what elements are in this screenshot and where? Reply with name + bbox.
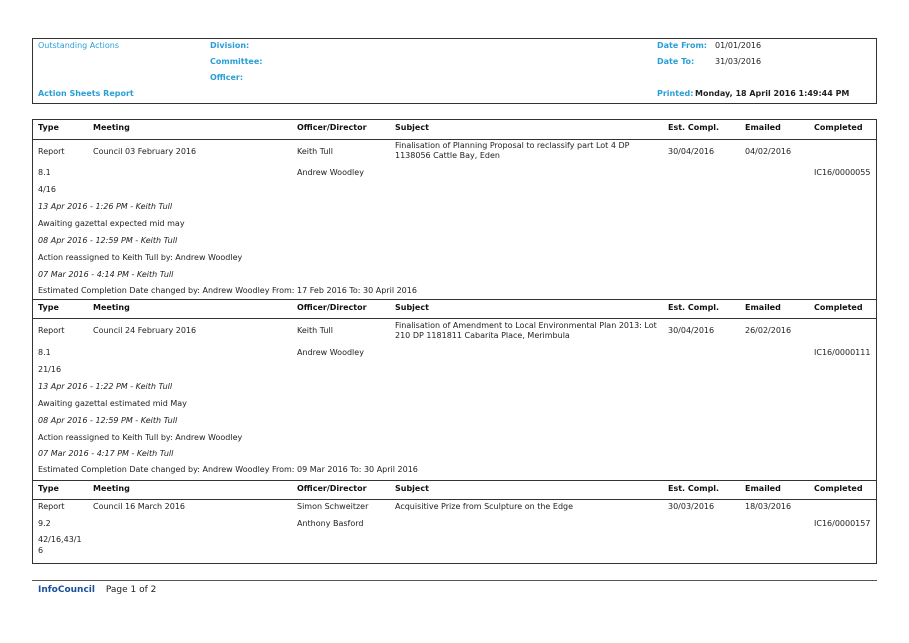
note-line: Estimated Completion Date changed by: An… [38, 465, 418, 474]
minute-no-cell: 4/16 [38, 185, 56, 194]
report-name: Action Sheets Report [38, 89, 134, 98]
subject-cell: Finalisation of Amendment to Local Envir… [395, 321, 657, 340]
col-officer: Officer/Director [297, 123, 367, 132]
col-meeting: Meeting [93, 303, 130, 312]
officer-cell: Simon Schweitzer [297, 502, 369, 511]
col-meeting: Meeting [93, 123, 130, 132]
minute-no-cell: 42/16,43/1 6 [38, 535, 82, 555]
table-header-row: Type Meeting Officer/Director Subject Es… [33, 120, 876, 140]
officer-cell: Keith Tull [297, 147, 333, 156]
completed-cell: IC16/0000157 [814, 519, 871, 528]
footer-divider [32, 580, 877, 581]
completed-cell: IC16/0000055 [814, 168, 871, 177]
note-line: 13 Apr 2016 - 1:22 PM - Keith Tull [38, 382, 173, 391]
note-line: 08 Apr 2016 - 12:59 PM - Keith Tull [38, 236, 178, 245]
date-from-value: 01/01/2016 [715, 41, 762, 50]
meeting-cell: Council 03 February 2016 [93, 147, 197, 156]
director-cell: Andrew Woodley [297, 348, 364, 357]
emailed-cell: 26/02/2016 [745, 326, 792, 335]
col-meeting: Meeting [93, 484, 130, 493]
footer: InfoCouncil Page 1 of 2 [38, 585, 156, 595]
col-emailed: Emailed [745, 484, 781, 493]
subject-cell: Finalisation of Planning Proposal to rec… [395, 141, 630, 160]
date-from-label: Date From: [657, 41, 708, 50]
note-line: Action reassigned to Keith Tull by: Andr… [38, 433, 243, 442]
type-cell: Report [38, 147, 65, 156]
meeting-cell: Council 24 February 2016 [93, 326, 197, 335]
note-line: 08 Apr 2016 - 12:59 PM - Keith Tull [38, 416, 178, 425]
note-line: 07 Mar 2016 - 4:14 PM - Keith Tull [38, 270, 174, 279]
emailed-cell: 04/02/2016 [745, 147, 792, 156]
col-est-compl: Est. Compl. [668, 303, 720, 312]
printed-label: Printed: [657, 89, 694, 98]
printed-value: Monday, 18 April 2016 1:49:44 PM [695, 89, 850, 98]
subject-cell: Acquisitive Prize from Sculpture on the … [395, 502, 574, 511]
est-compl-cell: 30/03/2016 [668, 502, 715, 511]
officer-label: Officer: [210, 73, 244, 82]
col-est-compl: Est. Compl. [668, 484, 720, 493]
col-completed: Completed [814, 484, 863, 493]
note-line: Awaiting gazettal estimated mid May [38, 399, 187, 408]
est-compl-cell: 30/04/2016 [668, 147, 715, 156]
note-line: Action reassigned to Keith Tull by: Andr… [38, 253, 243, 262]
note-line: Estimated Completion Date changed by: An… [38, 286, 417, 295]
officer-cell: Keith Tull [297, 326, 333, 335]
col-type: Type [38, 484, 59, 493]
date-to-label: Date To: [657, 57, 695, 66]
note-line: 13 Apr 2016 - 1:26 PM - Keith Tull [38, 202, 173, 211]
col-completed: Completed [814, 123, 863, 132]
emailed-cell: 18/03/2016 [745, 502, 792, 511]
director-cell: Anthony Basford [297, 519, 364, 528]
completed-cell: IC16/0000111 [814, 348, 871, 357]
director-cell: Andrew Woodley [297, 168, 364, 177]
minute-no-cell: 21/16 [38, 365, 62, 374]
item-no-cell: 9.2 [38, 519, 51, 528]
footer-brand: InfoCouncil [38, 585, 95, 595]
report-type: Outstanding Actions [38, 41, 119, 50]
table-header-row: Type Meeting Officer/Director Subject Es… [33, 299, 876, 319]
est-compl-cell: 30/04/2016 [668, 326, 715, 335]
col-completed: Completed [814, 303, 863, 312]
item-no-cell: 8.1 [38, 348, 51, 357]
col-emailed: Emailed [745, 123, 781, 132]
type-cell: Report [38, 326, 65, 335]
col-type: Type [38, 123, 59, 132]
item-no-cell: 8.1 [38, 168, 51, 177]
date-to-value: 31/03/2016 [715, 57, 762, 66]
col-subject: Subject [395, 123, 429, 132]
report-header: Outstanding Actions Action Sheets Report… [32, 38, 877, 104]
committee-label: Committee: [210, 57, 263, 66]
col-officer: Officer/Director [297, 303, 367, 312]
type-cell: Report [38, 502, 65, 511]
col-officer: Officer/Director [297, 484, 367, 493]
page-indicator: Page 1 of 2 [105, 585, 157, 595]
col-subject: Subject [395, 303, 429, 312]
note-line: Awaiting gazettal expected mid may [38, 219, 185, 228]
meeting-cell: Council 16 March 2016 [93, 502, 186, 511]
col-est-compl: Est. Compl. [668, 123, 720, 132]
col-subject: Subject [395, 484, 429, 493]
actions-table: Type Meeting Officer/Director Subject Es… [32, 119, 877, 564]
col-emailed: Emailed [745, 303, 781, 312]
note-line: 07 Mar 2016 - 4:17 PM - Keith Tull [38, 449, 174, 458]
col-type: Type [38, 303, 59, 312]
table-header-row: Type Meeting Officer/Director Subject Es… [33, 480, 876, 500]
division-label: Division: [210, 41, 250, 50]
